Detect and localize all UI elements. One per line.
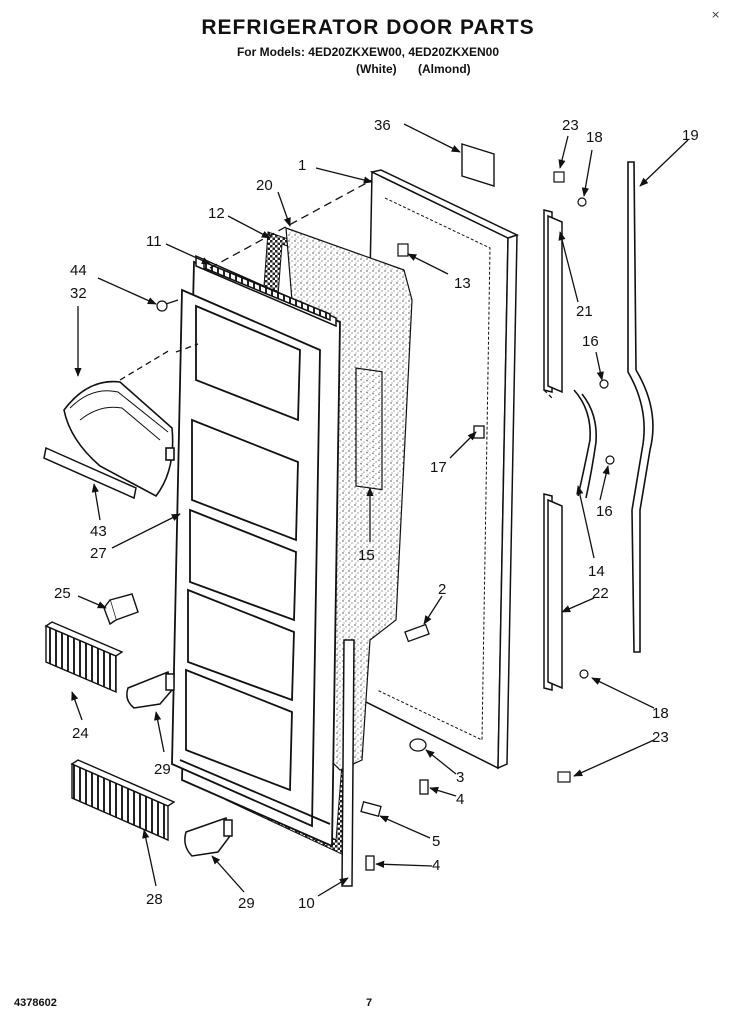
page-title: REFRIGERATOR DOOR PARTS: [201, 16, 535, 39]
callout-3: 3: [456, 769, 464, 786]
shelf-bracket-upper: [126, 670, 175, 709]
callout-21: 21: [576, 303, 593, 320]
callout-29-upper: 29: [154, 761, 171, 778]
callout-28: 28: [146, 891, 163, 908]
liner-top-trim: [195, 254, 337, 328]
callout-32: 32: [70, 285, 87, 302]
callout-25: 25: [54, 585, 71, 602]
callout-24: 24: [72, 725, 89, 742]
close-icon[interactable]: ×: [711, 8, 721, 21]
callout-4-upper: 4: [456, 791, 464, 808]
callout-23-bottom: 23: [652, 729, 669, 746]
dispenser-cover: [63, 380, 175, 498]
handle-fasteners: [553, 171, 615, 783]
callout-2: 2: [438, 581, 446, 598]
model-numbers: For Models: 4ED20ZKXEW00, 4ED20ZKXEN00: [236, 45, 500, 59]
callout-18-top: 18: [586, 129, 603, 146]
callout-19: 19: [682, 127, 699, 144]
hinge-parts: [360, 425, 485, 871]
handle-trim-strip: [341, 639, 355, 887]
callout-17: 17: [430, 459, 447, 476]
callout-13: 13: [454, 275, 471, 292]
handle-cap-19: [627, 161, 654, 653]
callout-12: 12: [208, 205, 225, 222]
callout-27: 27: [90, 545, 107, 562]
callout-10: 10: [298, 895, 315, 912]
callout-18-bottom: 18: [652, 705, 669, 722]
callout-4-lower: 4: [432, 857, 440, 874]
handle-grip: [573, 389, 598, 499]
shelf-front-lower: [70, 759, 176, 842]
label-36: [461, 143, 495, 187]
lower-handle-rail: [543, 493, 563, 691]
callout-20: 20: [256, 177, 273, 194]
callout-29-lower: 29: [238, 895, 255, 912]
upper-handle-rail: [543, 209, 563, 394]
plug-13: [397, 243, 409, 257]
callout-1: 1: [298, 157, 306, 174]
callout-5: 5: [432, 833, 440, 850]
small-clip: [103, 593, 139, 626]
color-almond: (Almond): [418, 62, 471, 76]
callout-23-top: 23: [562, 117, 579, 134]
callout-16-upper: 16: [582, 333, 599, 350]
leader-lines: [71, 123, 689, 897]
shelf-front-upper: [44, 621, 124, 694]
callout-15: 15: [358, 547, 375, 564]
callout-22: 22: [592, 585, 609, 602]
cover-strip: [43, 446, 137, 500]
callout-36: 36: [374, 117, 391, 134]
callout-numbers: 36 23 18 19 1 20 12 11 13 44 32 21 16 17…: [54, 117, 699, 912]
color-white: (White): [356, 62, 397, 76]
shelf-bracket-lower: [184, 817, 233, 857]
door-liner: [171, 260, 341, 848]
callout-14: 14: [588, 563, 605, 580]
callout-16-lower: 16: [596, 503, 613, 520]
callout-44: 44: [70, 262, 87, 279]
callout-11: 11: [146, 233, 162, 250]
document-number: 4378602: [14, 997, 57, 1009]
screw-44: [156, 299, 179, 312]
callout-43: 43: [90, 523, 107, 540]
page-number: 7: [366, 997, 373, 1009]
